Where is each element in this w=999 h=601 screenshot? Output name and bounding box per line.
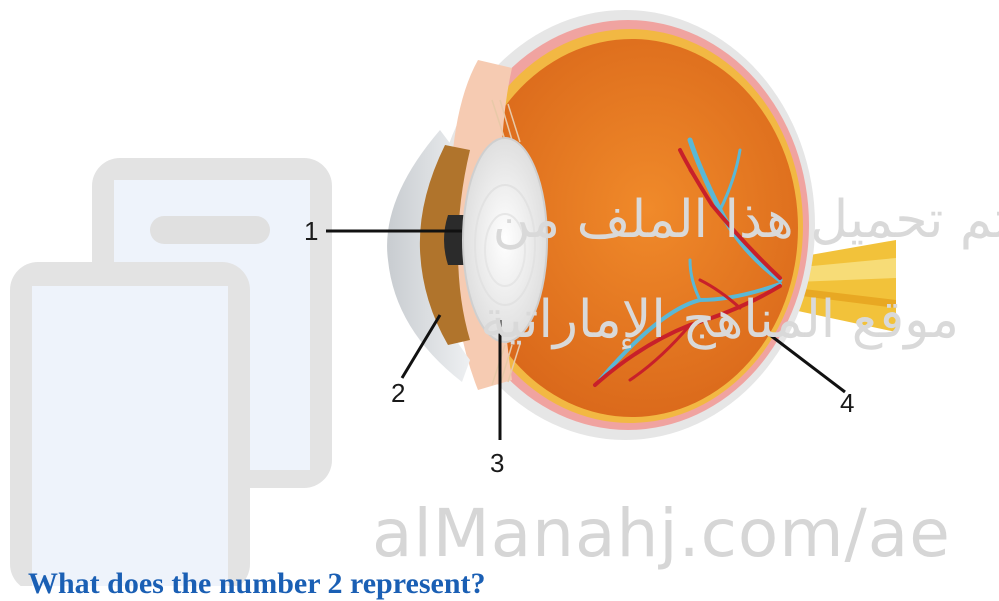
watermark-site: alManahj.com/ae: [372, 495, 951, 572]
document-stack-icon: [10, 158, 332, 586]
watermark-arabic-line2: موقع المناهج الإماراتية: [480, 290, 959, 350]
label-3: 3: [490, 448, 504, 479]
label-1: 1: [304, 216, 318, 247]
label-4: 4: [840, 388, 854, 419]
label-2: 2: [391, 378, 405, 409]
watermark-arabic-line1: تم تحميل هذا الملف من: [493, 190, 999, 250]
question-text: What does the number 2 represent?: [28, 567, 486, 601]
